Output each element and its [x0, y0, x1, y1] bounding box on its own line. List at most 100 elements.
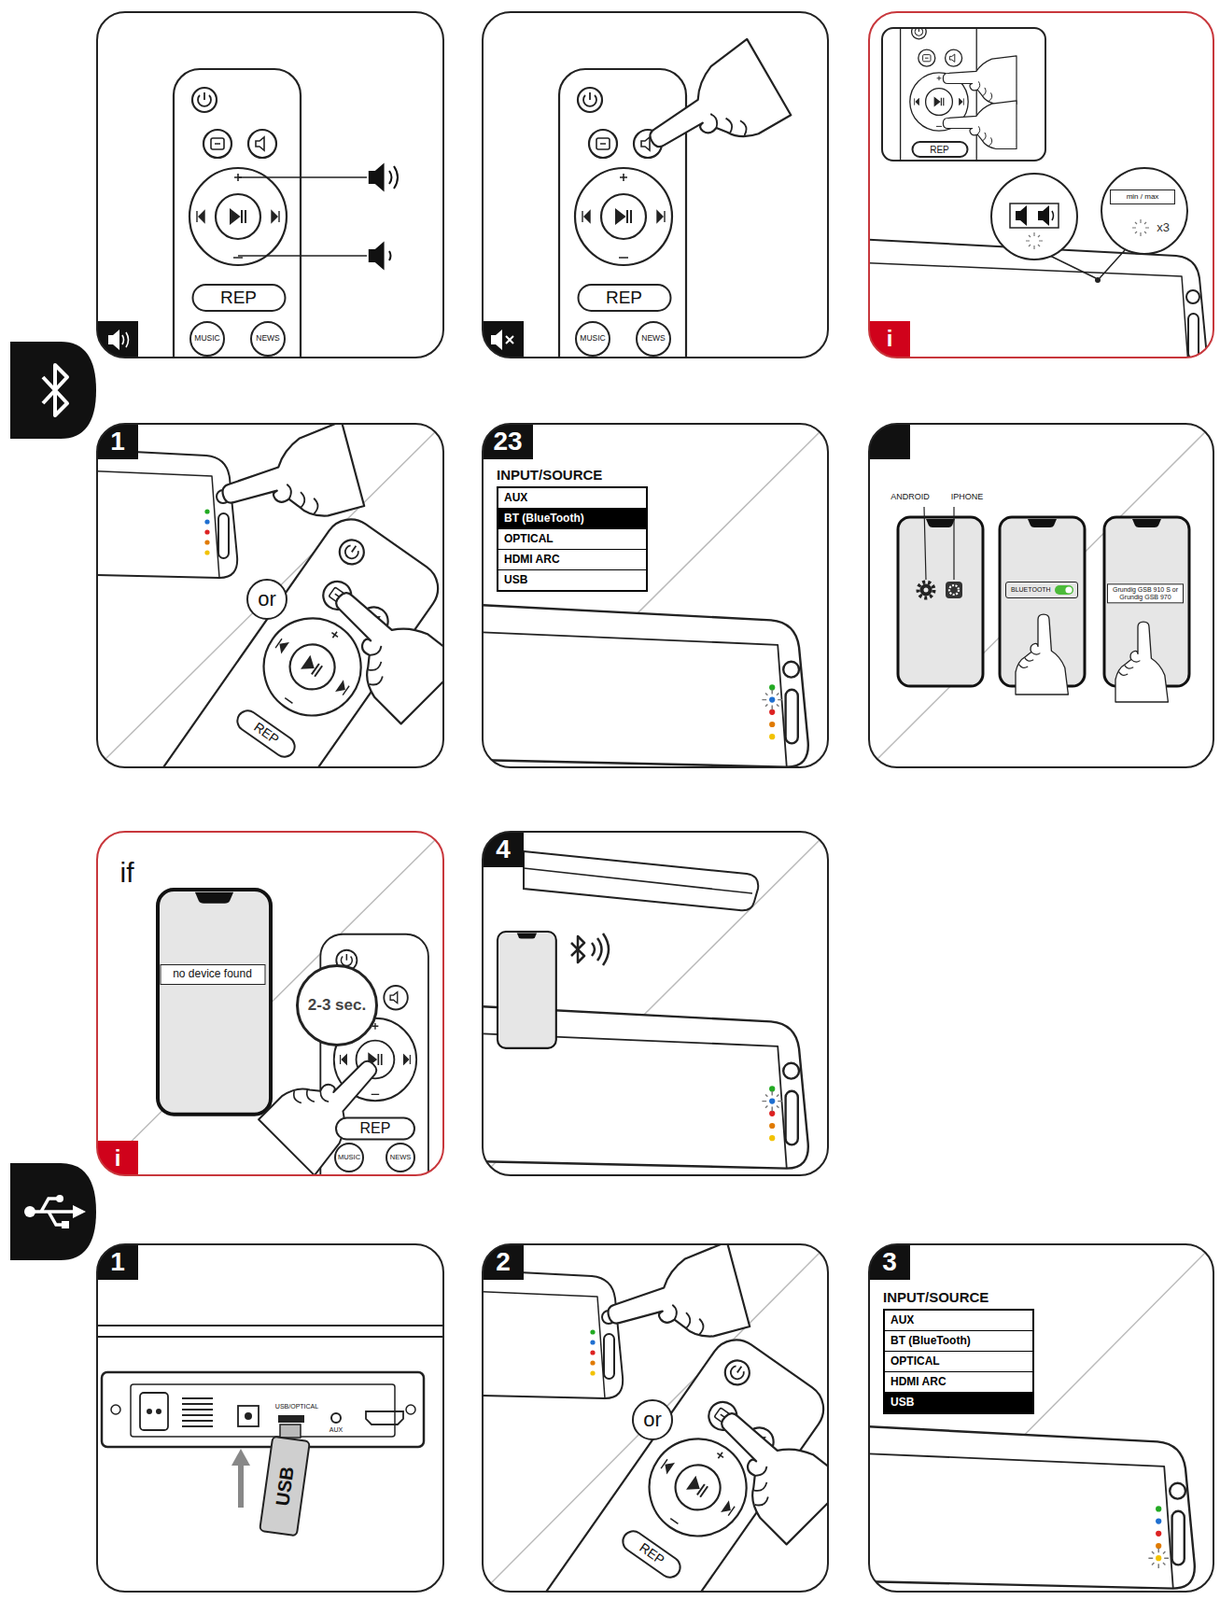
panel-volume — [108, 329, 120, 351]
volume-indicator: min / max — [1109, 189, 1176, 205]
or-badge: or — [246, 578, 288, 620]
panel-phone-pairing — [920, 584, 933, 597]
panel-volume-info — [1101, 168, 1188, 254]
panel-bt-step1 — [97, 423, 444, 768]
news-button: NEWS — [635, 321, 672, 357]
panel-phone-pairing — [949, 585, 959, 595]
bluetooth-section-tab — [10, 341, 97, 439]
panel-usb-insert — [101, 1372, 424, 1447]
usb-section-tab — [56, 1194, 64, 1203]
node-text: or — [257, 588, 277, 611]
menu-item: USB — [498, 570, 646, 590]
node-text: Grundig GSB 910 S or Grundig GSB 970 — [1110, 586, 1180, 601]
panel-no-device — [97, 1140, 139, 1176]
panel-bt-step1 — [97, 423, 238, 578]
step-number: 3 — [882, 1248, 898, 1277]
panel-usb-insert — [146, 1408, 153, 1415]
node-text: min / max — [1126, 193, 1160, 202]
panel-bt-step1 — [97, 423, 238, 578]
panel-volume-info — [869, 12, 1214, 358]
panel-volume-info — [1050, 250, 1125, 279]
panel-connected — [761, 1091, 783, 1112]
info-mark: i — [886, 326, 894, 351]
panel-volume-info — [882, 28, 1046, 161]
panel-usb-insert — [231, 1448, 251, 1466]
bluetooth-section-tab — [10, 341, 97, 439]
node-text: BT (BlueTooth) — [890, 1333, 971, 1347]
panel-usb-step2 — [482, 1244, 828, 1592]
panel-volume-info — [942, 56, 1017, 105]
panel-mute — [482, 12, 828, 434]
panel-no-device — [97, 831, 444, 1244]
node-text: AUX — [504, 490, 528, 505]
panel-usb-insert — [238, 1405, 259, 1427]
panel-bt-source — [761, 689, 783, 711]
panel-usb-insert — [111, 1404, 121, 1415]
rep-button: REP — [576, 283, 672, 312]
info-mark: i — [114, 1146, 122, 1171]
panel-bt-step1 — [204, 508, 210, 555]
or-badge: or — [631, 1399, 674, 1441]
menu-item: BT (BlueTooth) — [884, 1331, 1033, 1352]
panel-volume-info — [1037, 205, 1050, 226]
source-menu: INPUT/SOURCEAUXBT (BlueTooth)OPTICALHDMI… — [883, 1308, 1035, 1415]
panel-volume-info — [1009, 203, 1059, 228]
node-text: AUX — [890, 1313, 914, 1327]
panel-bt-source — [482, 582, 809, 768]
node-text: OPTICAL — [504, 532, 554, 546]
rep-button: REP — [911, 140, 968, 158]
panel-connected — [523, 868, 753, 894]
panel-volume-info — [900, 28, 978, 161]
panel-usb-step2 — [482, 1244, 524, 1280]
news-button: NEWS — [250, 321, 286, 357]
panel-bt-step1 — [97, 423, 444, 768]
panel-usb-insert — [331, 1413, 341, 1423]
node-text: NEWS — [255, 334, 281, 343]
os-label: ANDROID — [890, 492, 930, 503]
usb-section-tab — [10, 1163, 97, 1261]
step-number: 1 — [110, 427, 126, 457]
panel-phone-pairing — [869, 423, 1214, 768]
menu-item: AUX — [884, 1310, 1033, 1332]
panel-usb-insert — [365, 1411, 404, 1425]
panel-usb-step2 — [692, 1388, 828, 1545]
panel-volume-info — [882, 28, 1046, 161]
panel-bt-source — [482, 423, 533, 460]
panel-volume — [238, 177, 367, 256]
panel-usb-source — [1148, 1547, 1169, 1569]
panel-usb-insert — [155, 1408, 162, 1415]
panel-usb-insert — [278, 1415, 305, 1423]
panel-mute — [559, 69, 687, 358]
panel-usb-source — [869, 1244, 911, 1280]
panel-phone-pairing — [869, 423, 1214, 768]
node-text: 2-3 sec. — [308, 996, 366, 1015]
panel-usb-source — [429, 1244, 1214, 1592]
node-text: MUSIC — [337, 1153, 361, 1162]
panel-usb-source — [1155, 1505, 1162, 1561]
node-text: USB — [271, 1465, 298, 1508]
panel-usb-step2 — [589, 1329, 595, 1375]
panel-bt-source — [482, 423, 828, 768]
panel-volume-info — [869, 13, 1207, 358]
panel-bt-source — [482, 582, 809, 768]
source-menu: INPUT/SOURCEAUXBT (BlueTooth)OPTICALHDMI… — [496, 486, 648, 592]
panel-volume-info — [1015, 205, 1027, 226]
node-text: USB — [504, 573, 528, 587]
panel-volume-info — [1051, 210, 1054, 221]
panel-phone-pairing — [924, 506, 954, 580]
news-button: NEWS — [385, 1142, 416, 1173]
node-text: MUSIC — [579, 334, 605, 343]
panel-connected — [497, 931, 557, 1049]
node-text: REP — [360, 1120, 392, 1137]
rep-button: REP — [191, 283, 286, 312]
panel-mute — [482, 12, 828, 358]
panel-no-device — [97, 831, 444, 1176]
panel-usb-source — [869, 1244, 1214, 1592]
node-text: no device found — [172, 967, 253, 981]
node-text: HDMI ARC — [504, 552, 561, 566]
panel-bt-step1 — [0, 420, 463, 881]
music-button: MUSIC — [334, 1142, 365, 1173]
panel-connected — [482, 831, 524, 868]
panel-usb-source — [869, 1403, 1195, 1589]
